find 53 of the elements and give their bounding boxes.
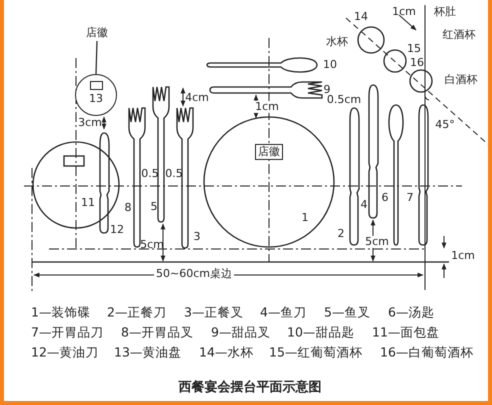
key-text: 10—甜品匙 bbox=[287, 324, 354, 342]
callout-number: 7 bbox=[406, 192, 414, 204]
key-text: 11—面包盘 bbox=[372, 324, 440, 342]
callout-number: 4 bbox=[360, 198, 368, 212]
callout-number: 1 bbox=[302, 212, 308, 224]
dimension-label: 0.5 bbox=[165, 168, 183, 180]
callout-number: 2 bbox=[338, 228, 344, 240]
key-text: 13—黄油盘 bbox=[114, 344, 182, 362]
dimension-label: 红酒杯 bbox=[442, 28, 476, 42]
callout-number: 10 bbox=[323, 58, 337, 72]
dimension-label: 1cm bbox=[253, 100, 281, 114]
dimension-label: 杯肚 bbox=[434, 6, 456, 18]
callout-number: 11 bbox=[81, 196, 95, 210]
dimension-label: 0.5 bbox=[141, 168, 159, 180]
key-text: 5—鱼叉 bbox=[324, 304, 370, 322]
callout-number: 16 bbox=[410, 56, 424, 70]
key-text: 16—白葡萄酒杯 bbox=[380, 344, 474, 362]
key-text: 6—汤匙 bbox=[388, 304, 434, 322]
key-text: 15—红葡萄酒杯 bbox=[269, 344, 362, 362]
callout-number: 9 bbox=[324, 84, 330, 96]
leader-line bbox=[95, 40, 98, 74]
key-text: 1—装饰碟 bbox=[31, 304, 90, 322]
dimension-label: 4cm bbox=[185, 92, 209, 104]
callout-number: 15 bbox=[407, 42, 421, 56]
dimension-label: 5cm bbox=[363, 236, 391, 248]
dimension-label: 50~60cm桌边 bbox=[154, 268, 234, 280]
callout-number: 12 bbox=[110, 224, 124, 236]
caption: 西餐宴会摆台平面示意图 bbox=[178, 380, 322, 396]
key-text: 2—正餐刀 bbox=[107, 304, 166, 322]
key-text: 14—水杯 bbox=[199, 344, 254, 362]
key-text: 4—鱼刀 bbox=[260, 304, 306, 322]
dimension-label: 水杯 bbox=[326, 36, 348, 48]
dimension-label: 45° bbox=[435, 118, 455, 132]
butter-plate bbox=[75, 74, 117, 116]
key-text: 12—黄油刀 bbox=[31, 344, 98, 362]
dimension-label: 5cm bbox=[140, 238, 164, 252]
callout-number: 3 bbox=[194, 230, 200, 244]
callout-text: 店徽 bbox=[86, 26, 108, 40]
boxed-text: 店徽 bbox=[255, 144, 283, 160]
dimension-label: 1cm bbox=[392, 6, 416, 18]
callout-number: 13 bbox=[89, 92, 103, 105]
key-text: 9—甜品叉 bbox=[211, 324, 270, 342]
key-text: 3—正餐叉 bbox=[184, 304, 244, 322]
callout-number: 14 bbox=[354, 10, 368, 24]
dimension-label: 1cm bbox=[451, 250, 475, 262]
key-text: 8—开胃品叉 bbox=[121, 324, 194, 342]
callout-number: 5 bbox=[150, 200, 158, 214]
key-text: 7—开胃品刀 bbox=[31, 324, 104, 342]
dimension-label: 0.5cm bbox=[326, 94, 362, 106]
dimension-label: 白酒杯 bbox=[444, 74, 478, 86]
callout-number: 8 bbox=[124, 202, 132, 214]
dimension-label: 3cm bbox=[78, 116, 102, 130]
callout-number: 6 bbox=[382, 192, 388, 204]
